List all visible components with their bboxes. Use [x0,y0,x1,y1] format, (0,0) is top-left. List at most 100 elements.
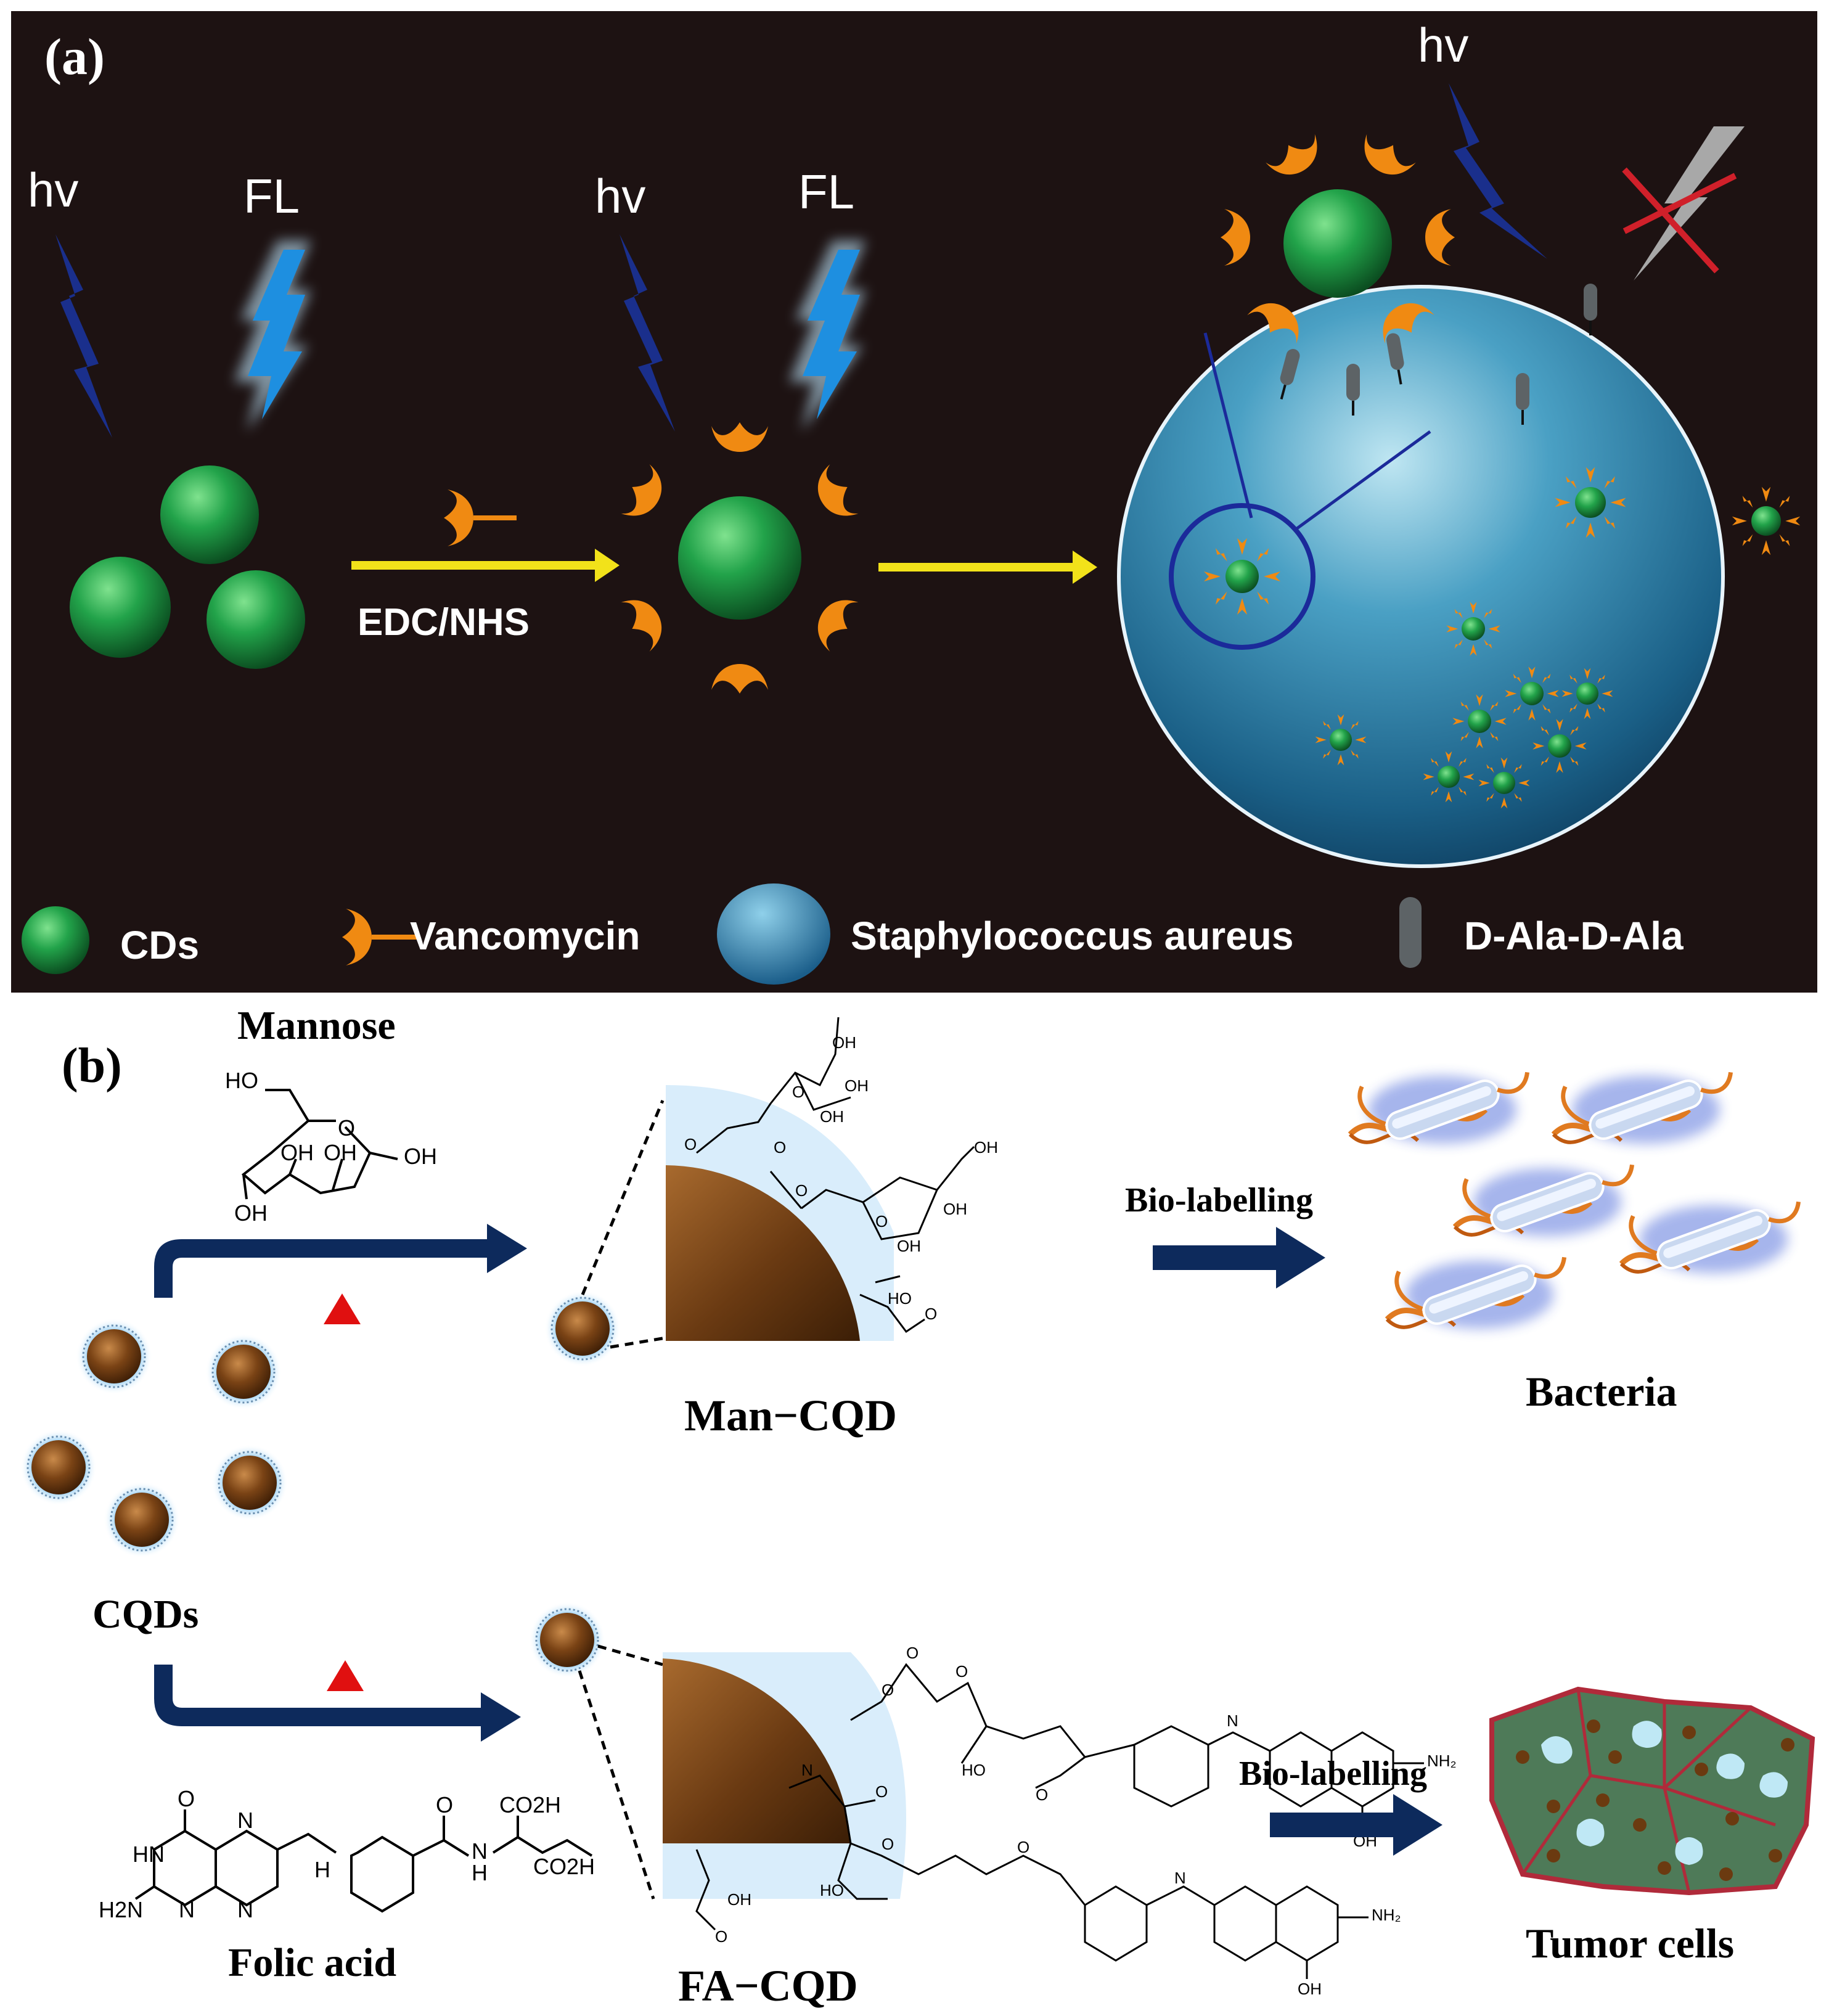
mannose-oh: OH [324,1140,357,1165]
fl-label-middle: FL [798,165,854,219]
legend-vancomycin-icon [342,909,418,965]
svg-text:OH: OH [897,1237,921,1255]
excitation-lightning-icon [1449,83,1547,259]
yellow-arrow-2 [878,551,1097,584]
svg-text:O: O [882,1835,894,1853]
synthesis-arrow-top [154,1224,527,1298]
excitation-lightning-icon [55,234,112,438]
mannose-ho: HO [225,1068,258,1093]
svg-text:O: O [792,1083,804,1101]
mannose-oh: OH [234,1200,268,1226]
svg-text:O: O [925,1305,937,1323]
folic-amide-n: N [472,1838,488,1864]
zoom-line [581,1100,665,1295]
mannose-oh: OH [404,1144,437,1169]
svg-text:O: O [882,1681,894,1699]
svg-text:HO: HO [962,1761,986,1779]
zoom-line [597,1644,663,1666]
vancomycin-reagent-icon [444,490,517,546]
heat-triangle-icon [324,1293,361,1324]
folic-o: O [178,1786,195,1811]
bio-labelling-label-2: Bio-labelling [1239,1755,1427,1793]
reaction-label: EDC/NHS [358,601,530,644]
hv-label-left: hv [28,163,78,217]
folic-h2n: H2N [99,1897,143,1922]
folic-co2h: CO2H [533,1854,595,1879]
folic-amine-n: H [314,1857,330,1882]
tumor-cells-label: Tumor cells [1526,1920,1734,1967]
svg-text:O: O [875,1212,888,1231]
svg-text:O: O [795,1181,808,1200]
man-cqd-small [543,1289,622,1368]
panel-a-label: (a) [44,28,105,86]
synthesis-arrow-bottom [154,1665,521,1742]
folic-n: N [237,1808,253,1833]
svg-text:O: O [1017,1838,1029,1856]
legend-cd-icon [22,906,89,974]
folic-co2h: CO2H [499,1792,561,1817]
legend-dala: D-Ala-D-Ala [1464,914,1684,958]
legend-dala-icon [1399,897,1422,968]
fl-label-left: FL [243,169,300,223]
legend-staph: Staphylococcus aureus [851,914,1293,958]
svg-text:N: N [1174,1869,1186,1887]
fluorescence-lightning-icon [234,240,311,432]
panel-b-label: (b) [62,1039,122,1093]
heat-triangle-icon [327,1660,364,1691]
man-cqd-zoom: O O OH O OH OH O O OH OH OH HO O [666,1017,998,1341]
cd-sphere [207,570,305,669]
svg-text:HO: HO [820,1881,844,1899]
svg-text:OH: OH [832,1033,856,1052]
folic-n: N [237,1897,253,1922]
bound-conjugate [1221,131,1455,347]
zoom-line [578,1670,655,1899]
svg-text:O: O [875,1782,888,1801]
fluorescence-lightning-icon [789,240,866,432]
svg-text:OH: OH [820,1107,844,1126]
bio-labelling-arrow-1 [1153,1227,1325,1289]
fa-cqd-zoom: O O HO O O N NH₂ OH N O HO O O N NH₂ OH … [663,1644,1457,1998]
folic-hn: HN [133,1842,165,1867]
svg-text:O: O [955,1662,968,1681]
mannose-structure [241,1089,398,1200]
cd-sphere [70,557,171,658]
folic-n: N [179,1897,195,1922]
svg-text:O: O [1036,1785,1048,1804]
bio-labelling-label-1: Bio-labelling [1125,1181,1313,1219]
legend-vancomycin: Vancomycin [410,914,640,958]
legend: CDs Vancomycin Staphylococcus aureus D-A… [22,883,1684,985]
legend-staph-icon [717,883,830,985]
yellow-arrow-1 [351,549,620,582]
svg-text:OH: OH [943,1200,967,1218]
legend-cds: CDs [120,923,199,967]
svg-text:NH₂: NH₂ [1427,1752,1457,1770]
folic-amide-h: H [472,1860,488,1885]
mannose-oh: OH [280,1140,314,1165]
quenched-fl-icon [1622,126,1745,281]
svg-text:OH: OH [974,1138,998,1157]
hv-label-middle: hv [595,169,645,223]
svg-text:N: N [1227,1711,1238,1730]
fa-cqd-label: FA−CQD [678,1961,858,2010]
svg-text:HO: HO [888,1289,912,1308]
bacteria-label: Bacteria [1526,1368,1677,1415]
folic-carbonyl-o: O [436,1792,453,1817]
tumor-cells [1489,1686,1815,1896]
cqds-label: CQDs [92,1592,198,1637]
cqd-cluster [19,1317,289,1559]
svg-text:N: N [801,1761,813,1779]
svg-text:O: O [906,1644,919,1662]
man-cqd-label: Man−CQD [684,1391,897,1440]
cd-sphere [160,465,259,564]
mannose-ring-o: O [338,1115,355,1141]
staphylococcus-cell [1117,285,1725,868]
fa-cqd-small [528,1600,607,1679]
svg-text:O: O [715,1927,727,1946]
hv-label-right: hv [1418,18,1468,72]
folic-acid-title: Folic acid [228,1940,396,1985]
svg-text:OH: OH [1298,1980,1322,1998]
zoom-inset [1169,332,1431,650]
bio-labelling-arrow-2 [1270,1794,1442,1856]
excitation-lightning-icon [620,234,675,432]
